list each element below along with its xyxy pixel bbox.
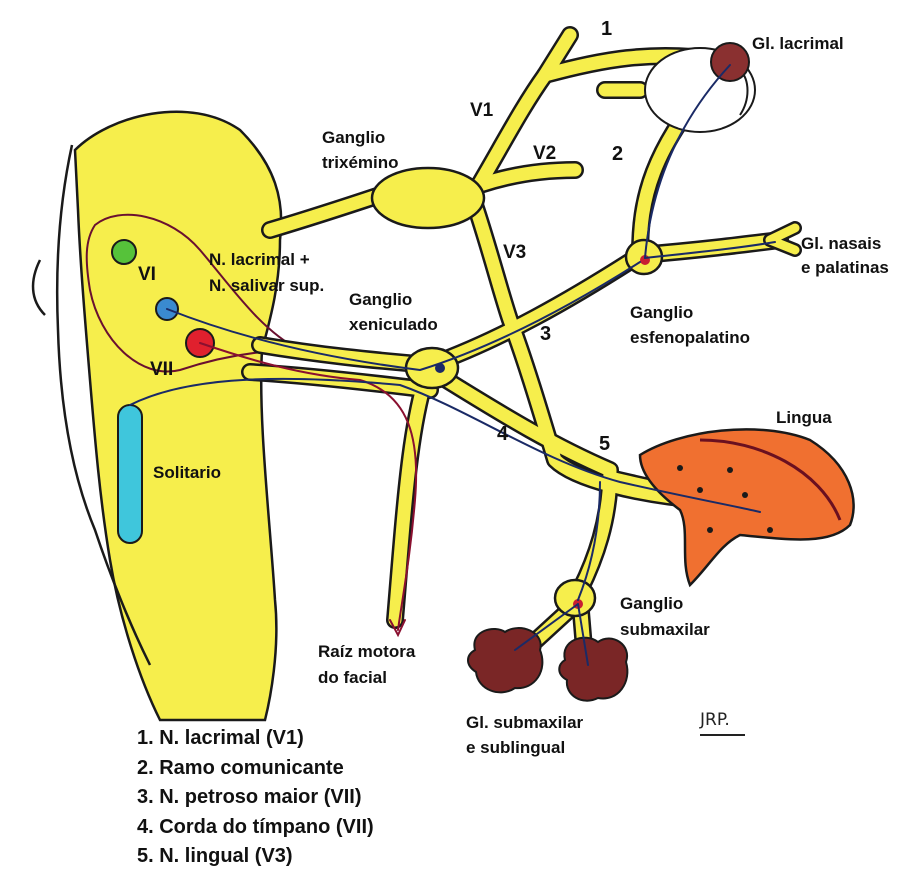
- legend-item: 5. N. lingual (V3): [137, 842, 374, 872]
- signature-jrp: JRP.: [699, 710, 730, 730]
- legend-item: 3. N. petroso maior (VII): [137, 783, 374, 813]
- label-ganglio-trigemino-line1: Ganglio: [322, 128, 385, 147]
- label-gl-submax-line1: Gl. submaxilar: [466, 713, 584, 732]
- label-v1: V1: [470, 100, 494, 121]
- label-solitario: Solitario: [153, 463, 221, 482]
- label-ganglio-esfeno-line2: esfenopalatino: [630, 328, 750, 347]
- label-ganglio-trigemino-line2: trixémino: [322, 153, 399, 172]
- label-vi: VI: [138, 264, 156, 285]
- label-v2: V2: [533, 143, 556, 164]
- label-gl-nasais-line1: Gl. nasais: [801, 234, 881, 253]
- nasal-branch-ends: [770, 228, 795, 250]
- number-2: 2: [612, 143, 623, 165]
- legend-item: 2. Ramo comunicante: [137, 754, 374, 784]
- brainstem: [33, 112, 281, 720]
- label-n-lacrimal-line2: N. salivar sup.: [209, 276, 324, 295]
- number-4: 4: [497, 423, 509, 445]
- label-ganglio-xeniculado-line2: xeniculado: [349, 315, 438, 334]
- label-vii: VII: [150, 359, 173, 380]
- submandibular-ganglion: [555, 580, 595, 616]
- nucleus-vi: [112, 240, 136, 264]
- label-gl-nasais-line2: e palatinas: [801, 258, 889, 277]
- legend-item: 1. N. lacrimal (V1): [137, 724, 374, 754]
- legend-item: 4. Corda do tímpano (VII): [137, 813, 374, 843]
- label-lingua: Lingua: [776, 408, 832, 427]
- label-ganglio-submax-line1: Ganglio: [620, 594, 683, 613]
- number-5: 5: [599, 433, 610, 455]
- label-gl-lacrimal: Gl. lacrimal: [752, 34, 844, 53]
- legend: 1. N. lacrimal (V1) 2. Ramo comunicante …: [137, 724, 374, 872]
- number-3: 3: [540, 323, 551, 345]
- trigeminal-ganglion: [372, 168, 484, 228]
- number-1: 1: [601, 18, 612, 40]
- nucleus-solitario: [118, 405, 142, 543]
- geniculate-ganglion: [406, 348, 458, 388]
- tongue: [640, 429, 854, 585]
- label-ganglio-esfeno-line1: Ganglio: [630, 303, 693, 322]
- label-raiz-line2: do facial: [318, 668, 387, 687]
- label-ganglio-xeniculado-line1: Ganglio: [349, 290, 412, 309]
- label-v3: V3: [503, 242, 526, 263]
- label-n-lacrimal-line1: N. lacrimal +: [209, 250, 310, 269]
- label-gl-submax-line2: e sublingual: [466, 738, 565, 757]
- label-ganglio-submax-line2: submaxilar: [620, 620, 710, 639]
- label-raiz-line1: Raíz motora: [318, 642, 416, 661]
